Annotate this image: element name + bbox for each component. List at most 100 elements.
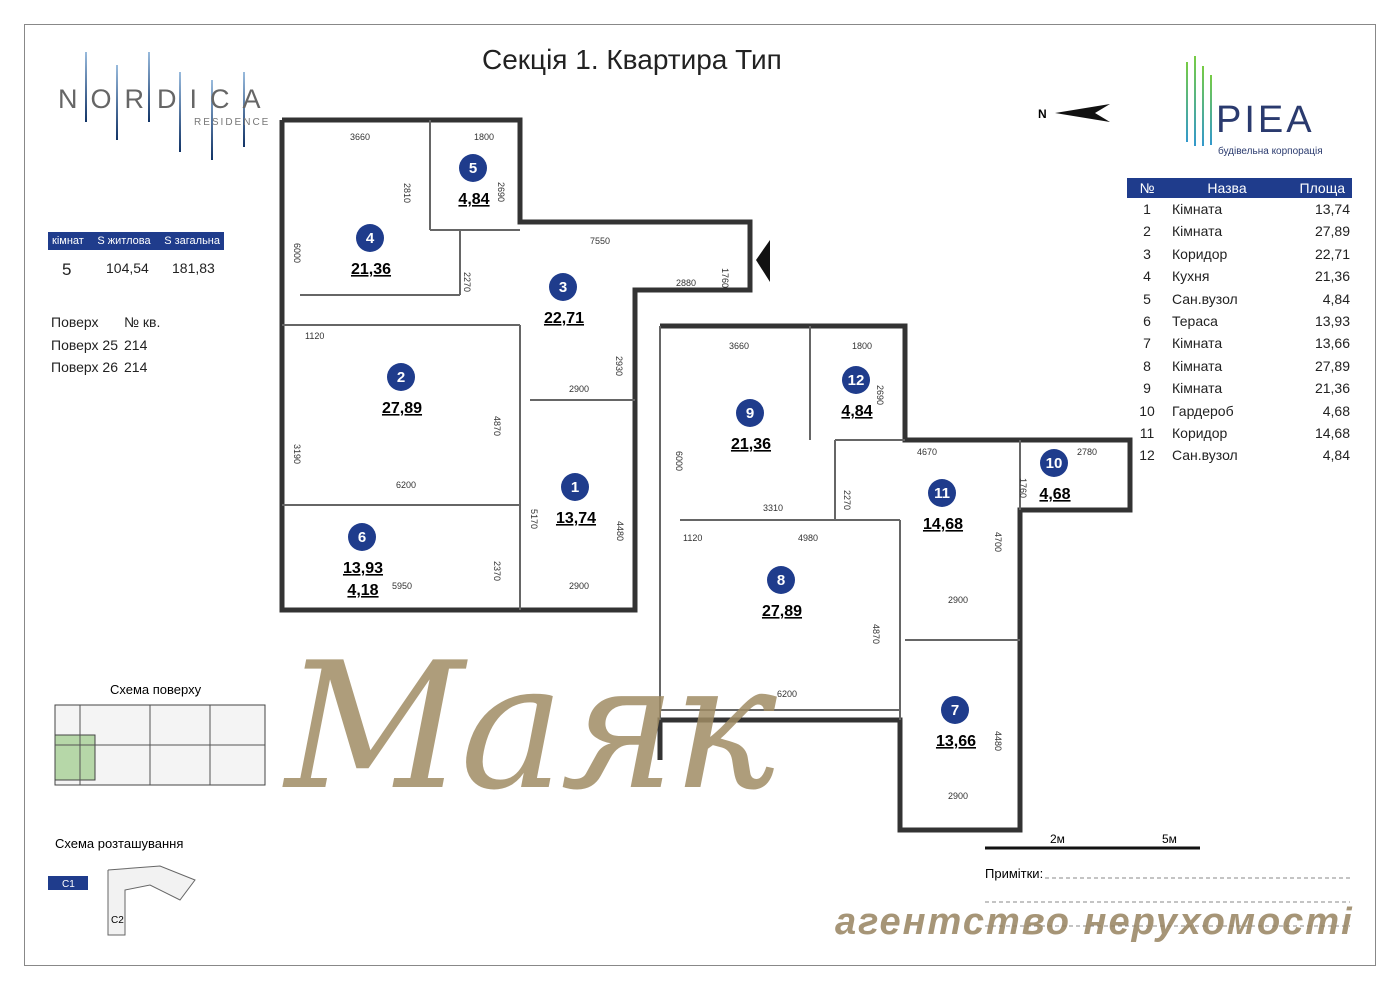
- dimension-label: 3310: [763, 503, 783, 513]
- dimension-label: 3190: [292, 444, 302, 464]
- room-number: 6: [358, 529, 366, 546]
- dimension-label: 2810: [402, 183, 412, 203]
- dimension-label: 6200: [777, 689, 797, 699]
- room-marker-8: 827,89: [762, 566, 802, 620]
- table-row: 1 Кімната 13,74: [1127, 198, 1352, 220]
- watermark-brand: Маяк: [285, 626, 777, 829]
- dimension-label: 7550: [590, 236, 610, 246]
- table-cell: 21,36: [1314, 380, 1350, 397]
- room-number-badge: [941, 696, 969, 724]
- table-cell: Кімната: [1172, 380, 1223, 397]
- dimension-label: 5170: [529, 509, 539, 529]
- table-cell: 13,66: [1314, 335, 1350, 352]
- dimension-label: 1760: [1018, 478, 1028, 498]
- table-cell: 3: [1143, 245, 1151, 262]
- logo-bar: [243, 72, 245, 147]
- scale-label: 5м: [1162, 832, 1177, 846]
- logo-bar: [1186, 62, 1188, 142]
- logo-bar: [85, 52, 87, 122]
- page-title: Секція 1. Квартира Тип: [482, 44, 782, 75]
- table-cell: Кімната: [1172, 201, 1223, 217]
- summary-header-cell: S житлова: [97, 235, 151, 247]
- room-number-badge: [387, 363, 415, 391]
- dimension-label: 2930: [614, 356, 624, 376]
- room-number-badge: [459, 154, 487, 182]
- table-cell: 4,84: [1322, 290, 1350, 307]
- table-cell: Сан.вузол: [1172, 290, 1238, 307]
- table-header-cell: №: [1139, 180, 1155, 196]
- table-cell: 27,89: [1314, 357, 1350, 374]
- room-area: 4,84: [841, 403, 872, 420]
- table-cell: Сан.вузол: [1172, 447, 1238, 464]
- scale-bar: 2м 5м: [985, 832, 1200, 850]
- table-cell: Кімната: [1172, 335, 1223, 352]
- location-scheme: Схема розташування C1 C2: [48, 836, 196, 936]
- location-scheme-label: Схема розташування: [55, 836, 183, 851]
- section-c1-label: C1: [62, 879, 75, 890]
- dimension-label: 4480: [615, 521, 625, 541]
- logo-bar: [148, 52, 150, 122]
- dimension-label: 2370: [492, 561, 502, 581]
- room-number-badge: [549, 273, 577, 301]
- logo-bar: [179, 72, 181, 152]
- table-cell: Кухня: [1172, 268, 1210, 285]
- floor-cell: № кв.: [124, 314, 161, 330]
- room-number: 4: [366, 230, 375, 247]
- floor-cell: Поверх: [51, 314, 99, 330]
- dimension-label: 6200: [396, 480, 416, 490]
- room-number-badge: [842, 366, 870, 394]
- dimension-label: 2270: [842, 490, 852, 510]
- floor-scheme: Схема поверху: [54, 682, 266, 786]
- north-arrow-icon: [1055, 104, 1110, 122]
- dimension-label: 1760: [720, 268, 730, 288]
- room-number: 2: [397, 369, 405, 386]
- piea-sub: будівельна корпорація: [1218, 146, 1323, 157]
- table-cell: 8: [1143, 357, 1151, 374]
- room-number: 9: [746, 405, 754, 422]
- dimension-label: 2880: [676, 278, 696, 288]
- logo-bar: [1194, 56, 1196, 146]
- table-cell: 4: [1143, 268, 1151, 285]
- table-cell: 11: [1139, 424, 1155, 441]
- room-number-badge: [561, 473, 589, 501]
- room-number: 10: [1046, 455, 1063, 472]
- table-cell: 5: [1143, 290, 1151, 307]
- room-number-badge: [348, 523, 376, 551]
- room-area: 27,89: [762, 603, 802, 620]
- scale-label: 2м: [1050, 832, 1065, 846]
- dimension-label: 2690: [496, 182, 506, 202]
- table-cell: 27,89: [1314, 223, 1350, 240]
- dimension-label: 2690: [875, 385, 885, 405]
- table-cell: 13,74: [1314, 201, 1350, 217]
- dimension-label: 2900: [569, 581, 589, 591]
- compass-label: N: [1038, 107, 1047, 121]
- table-cell: Кімната: [1172, 357, 1223, 374]
- dimension-label: 1120: [305, 331, 324, 341]
- floor-cell: 214: [124, 336, 148, 353]
- summary-header-cell: кімнат: [52, 235, 84, 247]
- dimension-label: 4700: [993, 532, 1003, 552]
- logo-bar: [116, 65, 118, 140]
- logo-bar: [211, 80, 213, 160]
- table-row: 5 Сан.вузол 4,84: [1127, 288, 1352, 310]
- table-cell: 6: [1143, 312, 1151, 329]
- table-cell: 1: [1143, 201, 1151, 217]
- room-marker-5: 54,84: [458, 154, 490, 208]
- table-cell: 12: [1139, 447, 1155, 464]
- floor-cell: Поверх 26: [51, 359, 119, 375]
- room-area: 22,71: [544, 310, 584, 327]
- unit-upper-walls: [279, 117, 753, 613]
- summary-value: 181,83: [172, 260, 215, 276]
- room-marker-12: 124,84: [841, 366, 873, 420]
- entrance-arrow-icon: [756, 240, 770, 282]
- logo-bar: [1202, 66, 1204, 146]
- room-marker-6: 613,934,18: [343, 523, 383, 599]
